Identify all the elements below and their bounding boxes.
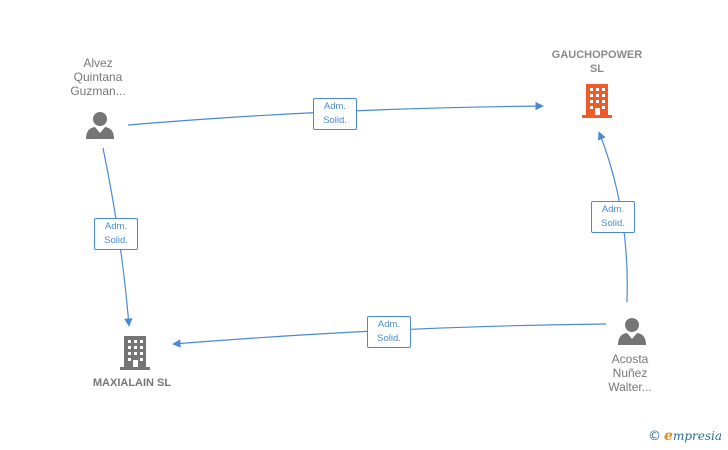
person-name-line: Guzman...	[70, 84, 126, 98]
person-name-line: Quintana	[73, 70, 123, 84]
building-icon[interactable]	[582, 84, 612, 118]
empresia-logo: ©empresia	[648, 428, 722, 444]
person-label-alvez[interactable]: Alvez Quintana Guzman...	[56, 56, 140, 98]
edge-label-alvez-maxialain: Adm. Solid.	[94, 218, 138, 250]
edge-label-acosta-gauchopower: Adm. Solid.	[591, 201, 635, 233]
person-name-line: Alvez	[83, 56, 113, 70]
company-name-line: SL	[589, 63, 605, 75]
edge-label-line: Solid.	[323, 115, 347, 126]
copyright-symbol: ©	[648, 429, 662, 444]
company-label-gauchopower[interactable]: GAUCHOPOWER SL	[530, 48, 664, 76]
company-label-maxialain[interactable]: MAXIALAIN SL	[72, 376, 192, 390]
brand-name: mpresia	[672, 429, 722, 443]
person-icon[interactable]	[86, 112, 114, 139]
edge-label-line: Solid.	[601, 218, 625, 229]
person-icon[interactable]	[618, 318, 646, 345]
brand-initial: e	[664, 428, 673, 444]
person-name-line: Acosta	[611, 352, 649, 366]
edge-label-line: Solid.	[104, 235, 128, 246]
company-name-line: GAUCHOPOWER	[551, 49, 643, 61]
building-icon[interactable]	[120, 336, 150, 370]
edge-label-alvez-gauchopower: Adm. Solid.	[313, 98, 357, 130]
edge-label-line: Adm.	[104, 221, 128, 232]
edge-label-acosta-maxialain: Adm. Solid.	[367, 316, 411, 348]
edge-label-line: Solid.	[377, 333, 401, 344]
person-label-acosta[interactable]: Acosta Nuñez Walter...	[592, 352, 668, 394]
company-name-line: MAXIALAIN SL	[92, 377, 172, 389]
edge-label-line: Adm.	[323, 101, 347, 112]
person-name-line: Walter...	[608, 380, 652, 394]
edge-label-line: Adm.	[601, 204, 625, 215]
edge-label-line: Adm.	[377, 319, 401, 330]
person-name-line: Nuñez	[612, 366, 648, 380]
